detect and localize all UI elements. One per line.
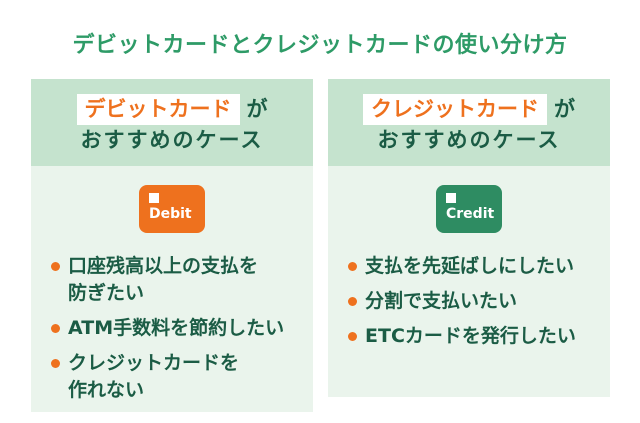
bullet-dot-icon [348, 262, 357, 271]
debit-card-label: Debit [149, 206, 192, 222]
credit-panel-body: Credit 支払を先延ばしにしたい 分割で支払いたい ETCカードを発行したい [328, 166, 610, 397]
bullet-dot-icon [51, 359, 60, 368]
debit-card-highlight: デビットカード [76, 94, 240, 125]
panels-container: デビットカード が おすすめのケース Debit 口座残高以上の支払を 防ぎたい [0, 59, 640, 412]
credit-header-suffix: が [554, 97, 575, 121]
credit-card-icon: Credit [436, 185, 502, 233]
credit-panel: クレジットカード が おすすめのケース Credit 支払を先延ばしにしたい [328, 79, 610, 397]
list-item: クレジットカードを 作れない [51, 350, 307, 404]
credit-header-line1: クレジットカード が [363, 94, 575, 125]
bullet-text: 支払を先延ばしにしたい [365, 255, 575, 277]
bullet-text: ETCカードを発行したい [365, 325, 576, 347]
credit-bullet-list: 支払を先延ばしにしたい 分割で支払いたい ETCカードを発行したい [328, 253, 610, 358]
debit-card-icon: Debit [139, 185, 205, 233]
credit-card-highlight: クレジットカード [363, 94, 547, 125]
list-item: ATM手数料を節約したい [51, 315, 307, 342]
debit-header-subtitle: おすすめのケース [80, 128, 264, 152]
list-item: 口座残高以上の支払を 防ぎたい [51, 253, 307, 307]
bullet-dot-icon [348, 332, 357, 341]
list-item: 支払を先延ばしにしたい [348, 253, 604, 280]
debit-header-suffix: が [246, 97, 268, 121]
debit-bullet-list: 口座残高以上の支払を 防ぎたい ATM手数料を節約したい クレジットカードを 作… [31, 253, 313, 412]
list-item: 分割で支払いたい [348, 288, 604, 315]
bullet-text: クレジットカードを 作れない [68, 352, 240, 401]
card-chip-icon [149, 193, 159, 203]
card-chip-icon [446, 193, 456, 203]
debit-panel: デビットカード が おすすめのケース Debit 口座残高以上の支払を 防ぎたい [31, 79, 313, 412]
bullet-text: 分割で支払いたい [365, 290, 518, 312]
credit-panel-header: クレジットカード が おすすめのケース [328, 79, 610, 166]
bullet-text: 口座残高以上の支払を 防ぎたい [68, 255, 259, 304]
bullet-dot-icon [51, 262, 60, 271]
page-title: デビットカードとクレジットカードの使い分け方 [72, 33, 568, 58]
list-item: ETCカードを発行したい [348, 323, 604, 350]
credit-card-label: Credit [446, 206, 495, 222]
debit-panel-body: Debit 口座残高以上の支払を 防ぎたい ATM手数料を節約したい クレジット… [31, 166, 313, 412]
credit-header-subtitle: おすすめのケース [377, 128, 561, 152]
bullet-dot-icon [348, 297, 357, 306]
bullet-dot-icon [51, 324, 60, 333]
debit-header-line1: デビットカード が [76, 94, 268, 125]
debit-panel-header: デビットカード が おすすめのケース [31, 79, 313, 166]
bullet-text: ATM手数料を節約したい [68, 317, 285, 339]
